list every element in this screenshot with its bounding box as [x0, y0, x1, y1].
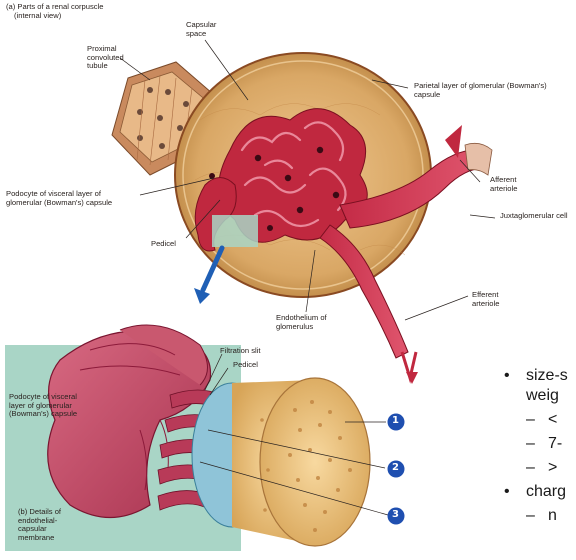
part-b-caption: (b) Details of endothelial-capsular memb… [18, 508, 74, 542]
label-podocyte-visceral: Podocyte of visceral layer of glomerular… [6, 190, 124, 207]
marker-1-number: 1 [392, 415, 399, 426]
sub-dash-3: – [526, 458, 535, 478]
sub-item-1: < [548, 410, 557, 430]
label-pedicel-b: Pedicel [233, 361, 258, 370]
sub-item-3: > [548, 458, 557, 478]
sub-dash-4: – [526, 506, 535, 526]
bullet-item-1-line-2: weig [526, 386, 559, 406]
label-podocyte-detail: Podocyte of visceral layer of glomerular… [9, 393, 91, 419]
bullet-dot-1: • [504, 366, 510, 386]
marker-3-number: 3 [392, 509, 399, 520]
label-endothelium: Endothelium of glomerulus [276, 314, 346, 331]
label-pedicel-a: Pedicel [151, 240, 176, 249]
sub-dash-1: – [526, 410, 535, 430]
label-proximal-tubule: Proximal convoluted tubule [87, 45, 139, 71]
sub-dash-2: – [526, 434, 535, 454]
bullet-dot-2: • [504, 482, 510, 502]
label-efferent-arteriole: Efferent arteriole [472, 291, 514, 308]
label-parietal-layer: Parietal layer of glomerular (Bowman's) … [414, 82, 554, 99]
bullet-item-1-line-1: size-s [526, 366, 568, 386]
label-juxtaglomerular-cell: Juxtaglomerular cell [500, 212, 576, 221]
sub-item-2: 7- [548, 434, 562, 454]
label-capsular-space: Capsular space [186, 21, 224, 38]
sub-item-4: n [548, 506, 557, 526]
inset-marker-square [212, 215, 258, 247]
label-afferent-arteriole: Afferent arteriole [490, 176, 534, 193]
marker-2-number: 2 [392, 462, 399, 473]
label-filtration-slit: Filtration slit [220, 347, 261, 356]
part-a-subtitle: (internal view) [14, 12, 61, 21]
bullet-item-2: charg [526, 482, 566, 502]
